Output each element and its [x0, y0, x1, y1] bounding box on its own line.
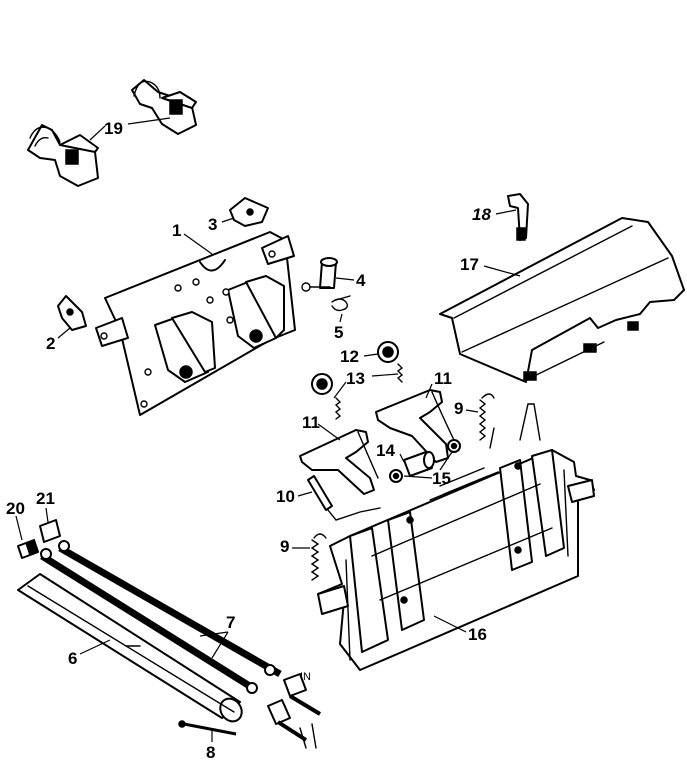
callout-2: 2 — [46, 334, 55, 353]
lever-11-left — [299, 429, 379, 495]
callout-16: 16 — [468, 625, 487, 644]
carriage-frame-16 — [317, 403, 595, 671]
callout-13: 13 — [346, 369, 365, 388]
cable-7 — [40, 540, 322, 749]
callout-12: 12 — [340, 347, 359, 366]
callout-9-upper: 9 — [454, 399, 463, 418]
callout-9-lower: 9 — [280, 537, 289, 556]
spring-9-lower — [310, 533, 327, 581]
callout-5: 5 — [334, 323, 343, 342]
knob-12a — [377, 341, 399, 363]
tube-6 — [17, 573, 243, 723]
washer-15a — [389, 469, 403, 483]
spring-9-upper — [478, 393, 495, 441]
bracket-2 — [57, 295, 87, 331]
callout-11-left: 11 — [302, 413, 320, 432]
mounting-plate-1 — [95, 231, 296, 416]
callout-11-right: 11 — [434, 369, 452, 388]
callout-21: 21 — [36, 489, 55, 508]
pin-8 — [178, 720, 237, 736]
callout-7: 7 — [226, 613, 235, 632]
callout-17: 17 — [460, 255, 479, 274]
pin-4 — [301, 257, 338, 292]
callout-6: 6 — [68, 649, 77, 668]
callout-8: 8 — [206, 743, 215, 762]
callout-19: 19 — [104, 119, 123, 138]
spring-13a — [396, 363, 404, 383]
callout-10: 10 — [276, 487, 295, 506]
spring-13b — [334, 397, 342, 420]
callout-1: 1 — [172, 221, 181, 240]
callout-20: 20 — [6, 499, 25, 518]
handle-18 — [507, 193, 529, 241]
callout-14: 14 — [376, 441, 395, 460]
lever-11-right — [375, 389, 457, 463]
fitting-21 — [39, 519, 61, 543]
cable-end-label: IN — [300, 671, 311, 683]
callout-4: 4 — [356, 271, 366, 290]
callout-3: 3 — [208, 215, 217, 234]
fitting-20 — [17, 539, 39, 559]
bushing-14 — [403, 451, 435, 477]
bracket-3 — [229, 197, 269, 227]
cover-17 — [439, 217, 685, 383]
pin-10 — [307, 475, 381, 521]
callout-18: 18 — [472, 205, 491, 224]
washer-15b — [447, 439, 461, 453]
clip-5 — [331, 295, 351, 312]
knob-12b — [311, 373, 333, 395]
bracket-19-right — [131, 79, 197, 135]
bracket-19-left — [27, 124, 99, 187]
